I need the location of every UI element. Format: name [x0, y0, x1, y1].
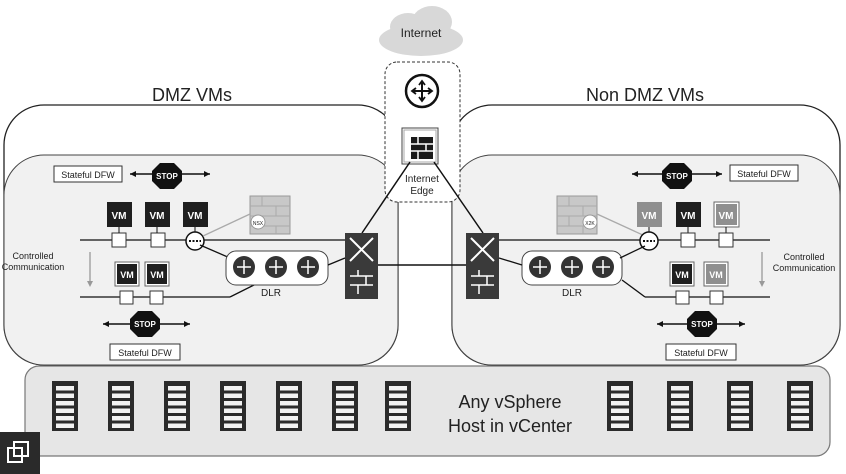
vm-label: VM [188, 211, 203, 222]
dmz-inner-region [3, 154, 399, 366]
internet-edge-line2: Edge [410, 186, 434, 197]
brick-wall-icon [249, 195, 291, 235]
vm-icon [669, 261, 729, 287]
x2k-label: X2K [585, 221, 595, 227]
host-line2: Host in vCenter [448, 416, 572, 436]
dmz-stop-bottom: STOP [134, 320, 156, 329]
dmz-title: DMZ VMs [152, 85, 232, 105]
distributed-firewall-icon [119, 290, 164, 305]
vm-label: VM [120, 270, 134, 280]
vm-label: VM [675, 270, 689, 280]
vm-label: VM [150, 211, 165, 222]
dmz-controlled-line1: Controlled [12, 251, 53, 261]
host-line1: Any vSphere [458, 392, 561, 412]
internet-edge-line1: Internet [405, 174, 439, 185]
non-dmz-stop-bottom: STOP [691, 320, 713, 329]
stop-sign-icon [152, 163, 182, 189]
vsphere-logo-icon [0, 432, 40, 474]
distributed-firewall-icon [675, 290, 724, 305]
stop-sign-icon [687, 311, 717, 337]
dmz-dfw-top-label: Stateful DFW [61, 170, 115, 180]
non-dmz-inner-region [451, 154, 841, 366]
distributed-firewall-icon [111, 232, 166, 248]
vm-label: VM [681, 211, 696, 222]
logical-switch-icon [639, 231, 659, 251]
non-dmz-dfw-top-label: Stateful DFW [737, 169, 791, 179]
vm-label: VM [709, 270, 723, 280]
non-dmz-dfw-bottom-label: Stateful DFW [674, 348, 728, 358]
vm-label: VM [150, 270, 164, 280]
vm-label: VM [642, 211, 657, 222]
non-dmz-controlled-line2: Communication [773, 263, 836, 273]
non-dmz-controlled-line1: Controlled [783, 252, 824, 262]
firewall-icon [401, 127, 439, 165]
vm-icon [107, 202, 208, 227]
non-dmz-stop-top: STOP [666, 172, 688, 181]
edge-gateway-right [466, 233, 499, 299]
cloud-icon [379, 6, 463, 56]
dmz-controlled-line2: Communication [2, 262, 65, 272]
vm-icon [114, 261, 170, 287]
internet-label: Internet [401, 26, 442, 40]
non-dmz-title: Non DMZ VMs [586, 85, 704, 105]
server-rack-icon [52, 381, 813, 431]
stop-sign-icon [130, 311, 160, 337]
edge-gateway-left [345, 233, 378, 299]
non-dmz-dlr-label: DLR [562, 288, 582, 299]
router-icon [404, 73, 440, 109]
brick-wall-icon [556, 195, 598, 235]
vm-label: VM [719, 211, 734, 222]
distributed-firewall-icon [680, 232, 734, 248]
stop-sign-icon [662, 163, 692, 189]
host-band [24, 365, 831, 457]
vm-icon [637, 201, 740, 228]
dmz-dlr-label: DLR [261, 288, 281, 299]
dmz-stop-top: STOP [156, 172, 178, 181]
dmz-dfw-bottom-label: Stateful DFW [118, 348, 172, 358]
logical-switch-icon [185, 231, 205, 251]
nsx-label: NSX [253, 221, 264, 227]
vm-label: VM [112, 211, 127, 222]
